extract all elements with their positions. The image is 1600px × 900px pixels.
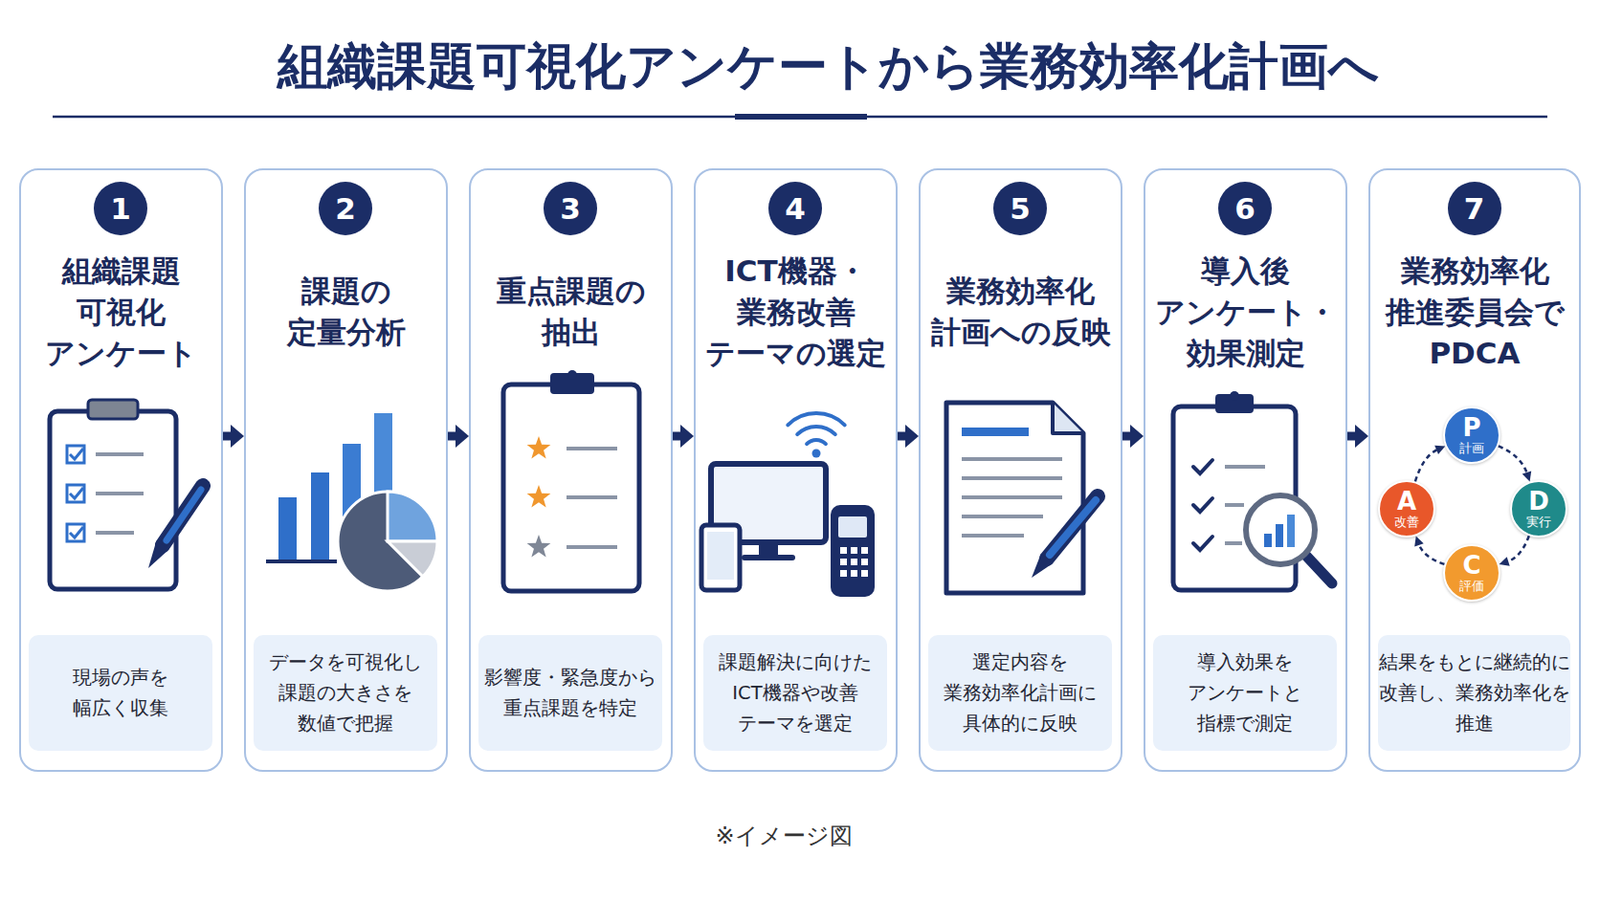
description-text: 導入効果を アンケートと 指標で測定 — [1186, 647, 1304, 740]
step-number-text: 2 — [334, 191, 356, 226]
arrow-head — [230, 424, 245, 448]
connector — [672, 424, 694, 448]
arrow-head — [905, 424, 919, 448]
pdca-letter: C — [1462, 553, 1481, 579]
pdca-letter: D — [1528, 488, 1550, 515]
diagram-title: 組織課題可視化アンケートから業務効率化計画へ — [0, 36, 1600, 96]
step-card: 課題の 定量分析 2 データを可視化し 課題の大きさを 数値で把握 — [244, 168, 448, 773]
heading-area: 組織課題 可視化 アンケート — [21, 243, 222, 381]
flow-arrow-shaft — [1347, 432, 1356, 442]
flow-arrow-shaft — [897, 432, 907, 442]
step-number-text: 3 — [559, 191, 581, 226]
step-heading: 業務効率化 計画への反映 — [930, 270, 1112, 354]
step-number: 2 — [318, 181, 373, 236]
description-text: 結果をもとに継続的に 改善し、業務効率化を 推進 — [1377, 647, 1571, 740]
step-card: 組織課題 可視化 アンケート 1 現場の声を 幅広く収集 — [19, 168, 223, 773]
caption: ※イメージ図 — [0, 821, 1568, 852]
step-heading: 組織課題 可視化 アンケート — [44, 250, 199, 375]
pdca-circle: P計画 — [1443, 406, 1501, 465]
description-box: 選定内容を 業務効率化計画に 具体的に反映 — [928, 635, 1112, 752]
step-number-text: 5 — [1009, 191, 1031, 226]
arrow-head — [1355, 424, 1369, 448]
step-card: 業務効率化 推進委員会で PDCA7P計画D実行C評価A改善結果をもとに継続的に… — [1368, 168, 1581, 773]
step-number: 1 — [93, 181, 148, 236]
flow-arrow-shaft — [1122, 432, 1132, 442]
step-number-text: 7 — [1464, 191, 1486, 226]
heading-area: 重点課題の 抽出 — [470, 243, 671, 381]
description-box: 導入効果を アンケートと 指標で測定 — [1153, 635, 1337, 752]
heading-area: 課題の 定量分析 — [245, 243, 446, 381]
step-heading: 重点課題の 抽出 — [495, 270, 647, 354]
step-heading: 課題の 定量分析 — [286, 270, 407, 354]
connector — [897, 424, 919, 448]
description-box: 結果をもとに継続的に 改善し、業務効率化を 推進 — [1377, 635, 1571, 752]
description-text: 選定内容を 業務効率化計画に 具体的に反映 — [942, 647, 1098, 740]
step-number: 4 — [768, 181, 823, 236]
step-heading: ICT機器・ 業務改善 テーマの選定 — [704, 250, 888, 375]
flow-arrow-shaft — [447, 432, 457, 442]
step-heading: 業務効率化 推進委員会で PDCA — [1384, 250, 1566, 375]
step-card: ICT機器・ 業務改善 テーマの選定 4 課題解決に向けた ICT機器や改善 テーマ… — [693, 168, 898, 773]
step-number: 7 — [1447, 181, 1502, 236]
step-card: 業務効率化 計画への反映 5 選定内容を 業務効率化計画に 具体的に反映 — [918, 168, 1123, 773]
step-card: 重点課題の 抽出 3 影響度・緊急度から 重点課題を特定 — [468, 168, 673, 773]
pdca-label: 評価 — [1459, 578, 1485, 595]
pdca-label: 実行 — [1526, 514, 1552, 531]
step-heading: 導入後 アンケート・ 効果測定 — [1154, 250, 1338, 375]
heading-area: 業務効率化 計画への反映 — [920, 243, 1121, 381]
step-number-text: 4 — [784, 191, 806, 226]
heading-area: 導入後 アンケート・ 効果測定 — [1145, 243, 1346, 381]
heading-area: 業務効率化 推進委員会で PDCA — [1370, 243, 1579, 381]
connector — [1347, 424, 1369, 448]
description-box: 影響度・緊急度から 重点課題を特定 — [478, 635, 663, 752]
step-number: 6 — [1218, 181, 1272, 236]
connector — [1122, 424, 1144, 448]
description-box: 現場の声を 幅広く収集 — [28, 635, 213, 752]
pdca-circle: A改善 — [1377, 480, 1436, 538]
step-number: 5 — [993, 181, 1047, 236]
flow-arrow-shaft — [672, 432, 682, 442]
description-text: 課題解決に向けた ICT機器や改善 テーマを選定 — [717, 647, 873, 740]
pdca-label: 計画 — [1459, 441, 1485, 457]
description-text: 現場の声を 幅広く収集 — [71, 663, 170, 725]
arrow-head — [680, 424, 694, 448]
step-number: 3 — [543, 181, 598, 236]
arrow-head — [1130, 424, 1144, 448]
pdca-letter: A — [1397, 488, 1417, 515]
description-text: データを可視化し 課題の大きさを 数値で把握 — [267, 647, 423, 740]
arrow-head — [455, 424, 469, 448]
pdca-circle: D実行 — [1510, 480, 1568, 538]
pdca-letter: P — [1462, 415, 1481, 442]
flow-arrow-shaft — [222, 432, 232, 442]
step-card: 導入後 アンケート・ 効果測定 6 導入効果を アンケートと 指標で測定 — [1143, 168, 1348, 773]
title-rule-part — [734, 113, 867, 120]
title-rule-part — [52, 115, 1548, 119]
connector — [222, 424, 245, 448]
connector — [447, 424, 469, 448]
pdca-circle: C評価 — [1443, 544, 1501, 602]
pdca-label: 改善 — [1394, 514, 1420, 531]
description-box: データを可視化し 課題の大きさを 数値で把握 — [253, 635, 438, 752]
step-number-text: 6 — [1234, 191, 1256, 226]
step-number-text: 1 — [110, 191, 132, 226]
description-box: 課題解決に向けた ICT機器や改善 テーマを選定 — [703, 635, 888, 752]
description-text: 影響度・緊急度から 重点課題を特定 — [483, 663, 658, 725]
heading-area: ICT機器・ 業務改善 テーマの選定 — [695, 243, 896, 381]
title-rule — [52, 113, 1548, 120]
